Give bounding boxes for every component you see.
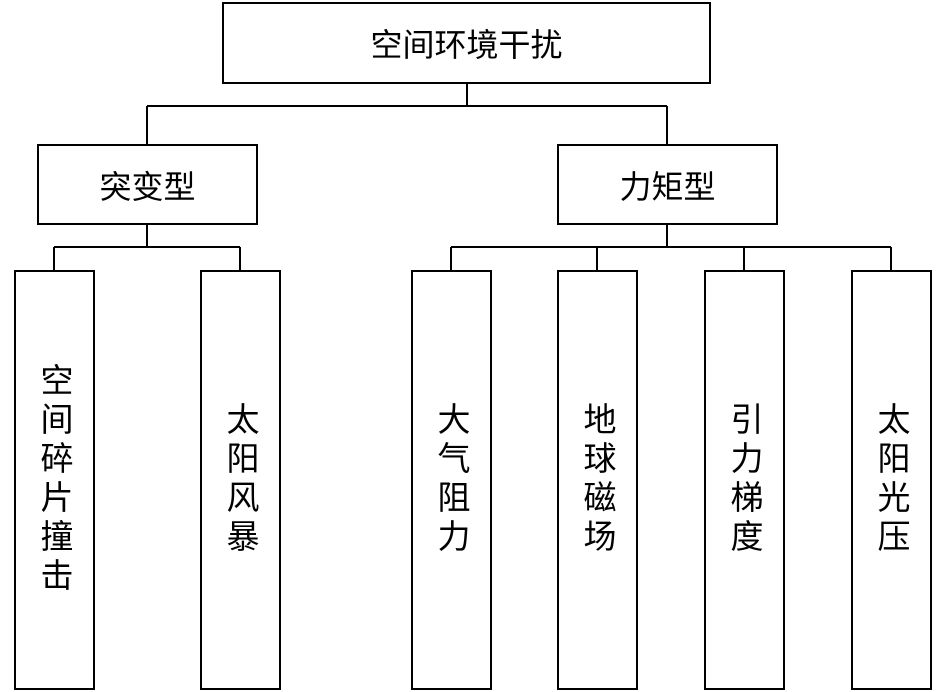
leaf-node-space-debris: 空间碎片撞击 bbox=[14, 270, 95, 690]
category-node-label: 力矩型 bbox=[619, 167, 716, 206]
category-node-label: 突变型 bbox=[99, 167, 196, 206]
leaf-node-earth-magnetic-field: 地球磁场 bbox=[557, 270, 638, 690]
leaf-node-gravity-gradient: 引力梯度 bbox=[704, 270, 785, 690]
category-node-sudden: 突变型 bbox=[37, 144, 258, 225]
leaf-node-label: 地球磁场 bbox=[578, 402, 617, 558]
root-node: 空间环境干扰 bbox=[222, 2, 711, 84]
leaf-node-solar-radiation-pressure: 太阳光压 bbox=[851, 270, 932, 690]
leaf-node-label: 太阳光压 bbox=[872, 402, 911, 558]
leaf-node-label: 引力梯度 bbox=[725, 402, 764, 558]
leaf-node-label: 空间碎片撞击 bbox=[35, 363, 74, 597]
leaf-node-label: 太阳风暴 bbox=[221, 402, 260, 558]
category-node-torque: 力矩型 bbox=[557, 144, 778, 225]
leaf-node-label: 大气阻力 bbox=[432, 402, 471, 558]
leaf-node-solar-storm: 太阳风暴 bbox=[200, 270, 281, 690]
leaf-node-atmospheric-drag: 大气阻力 bbox=[411, 270, 492, 690]
root-node-label: 空间环境干扰 bbox=[370, 26, 563, 64]
